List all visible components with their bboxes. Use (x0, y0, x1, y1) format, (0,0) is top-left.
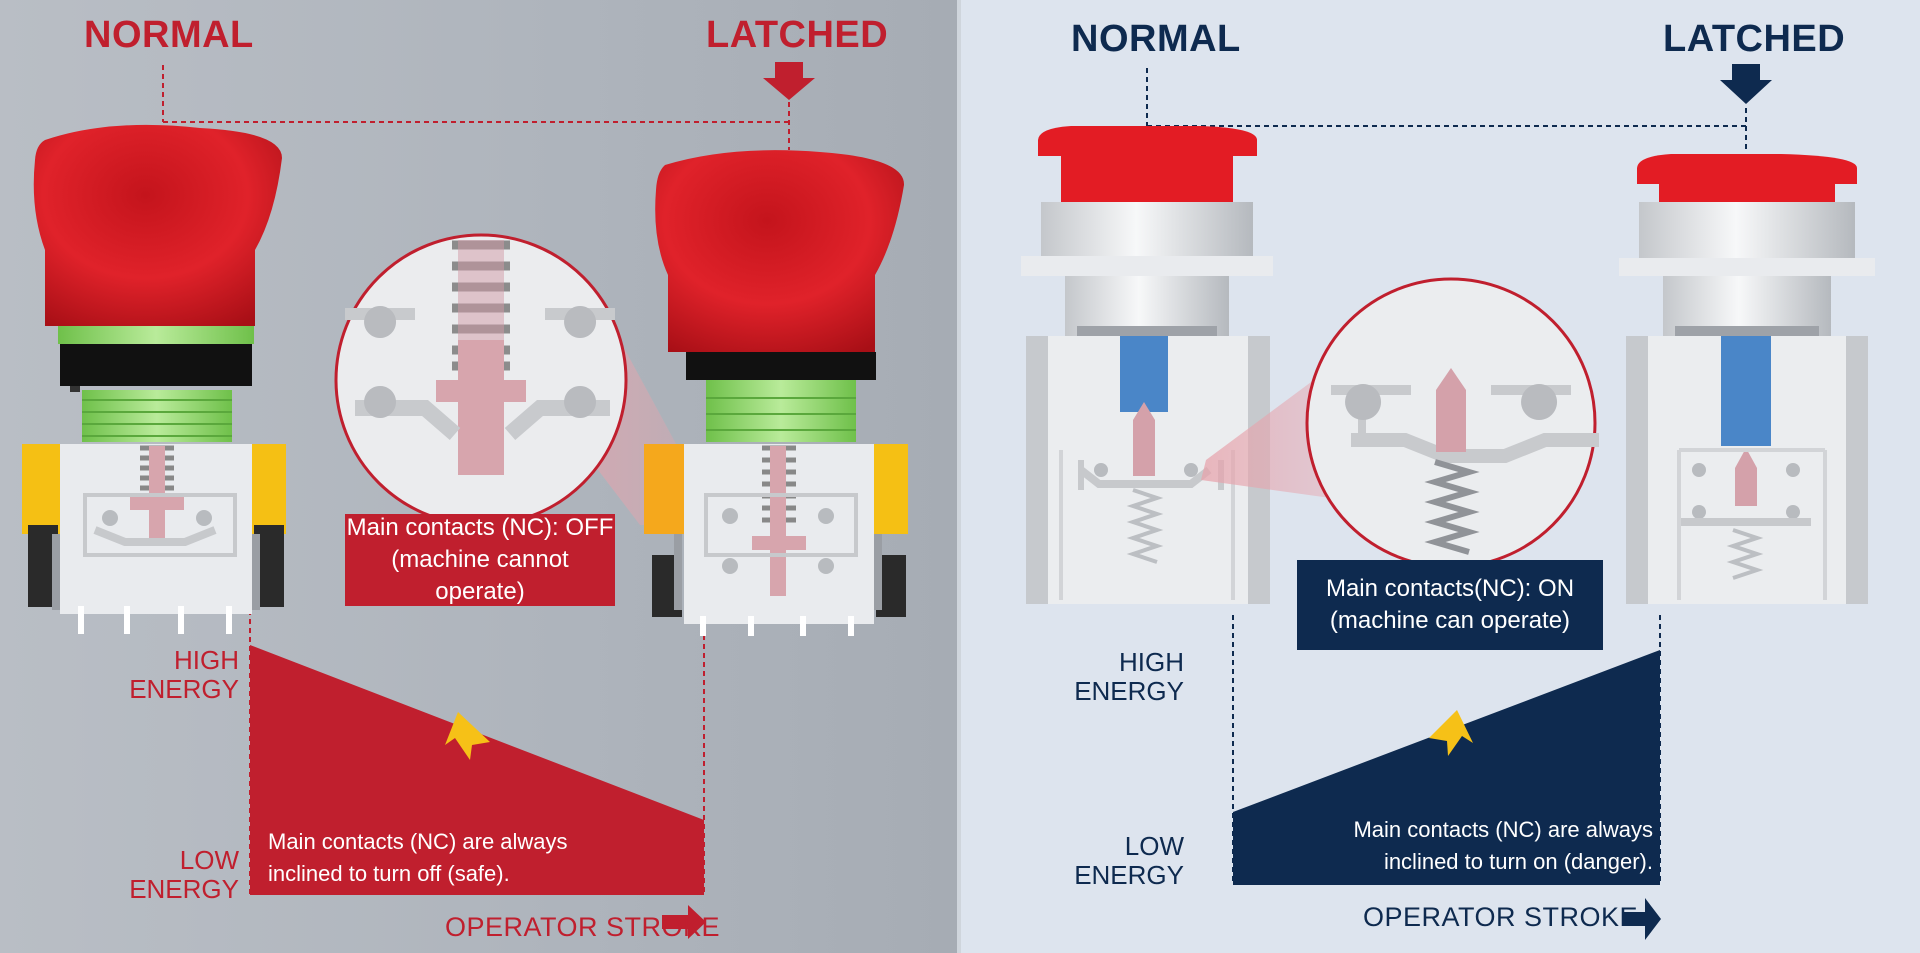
contacts-callout: Main contacts(NC): ON (machine can opera… (1297, 560, 1603, 650)
latched-flush-switch (1619, 154, 1875, 604)
panel-divider (957, 0, 961, 953)
operator-stroke-label: OPERATOR STROKE (1363, 902, 1639, 932)
note-line2: inclined to turn on (danger). (1383, 849, 1653, 874)
down-arrow-icon (1720, 64, 1772, 104)
magnifier-circle-icon (334, 233, 628, 527)
contacts-callout: Main contacts (NC): OFF (machine cannot … (345, 514, 615, 606)
callout-line1: Main contacts(NC): ON (1325, 575, 1575, 602)
note-line2: inclined to turn off (safe). (268, 861, 510, 886)
operator-stroke-label: OPERATOR STROKE (445, 912, 721, 942)
normal-title: NORMAL (1071, 18, 1241, 60)
energy-triangle (250, 645, 704, 895)
high-energy-label: HIGH ENERGY (1074, 648, 1184, 706)
high-energy-line1: HIGH (174, 645, 239, 675)
latched-mushroom-switch (644, 150, 908, 636)
normal-mushroom-switch (22, 124, 286, 634)
callout-line2: (machine cannot operate) (391, 546, 569, 605)
high-energy-line1: HIGH (1119, 647, 1184, 677)
low-energy-line2: ENERGY (129, 874, 239, 904)
low-energy-line2: ENERGY (1074, 860, 1184, 890)
energy-arrow-icon (445, 712, 490, 760)
left-diagram-graphics (22, 62, 908, 939)
low-energy-label: LOW ENERGY (129, 846, 239, 904)
contacts-note: Main contacts (NC) are always inclined t… (1353, 814, 1653, 878)
energy-arrow-icon (1429, 710, 1473, 756)
high-energy-line2: ENERGY (129, 674, 239, 704)
callout-line2: (machine can operate) (1329, 607, 1571, 634)
right-arrow-icon (662, 905, 706, 939)
energy-triangle (1233, 650, 1660, 885)
normal-flush-switch (1021, 126, 1273, 604)
high-energy-label: HIGH ENERGY (129, 646, 239, 704)
note-line1: Main contacts (NC) are always (268, 829, 568, 854)
right-diagram-graphics (1021, 64, 1875, 940)
contacts-note: Main contacts (NC) are always inclined t… (268, 826, 568, 890)
callout-line1: Main contacts (NC): OFF (346, 514, 614, 541)
left-panel-mushroom-type: NORMAL LATCHED HIGH ENERGY LOW ENERGY Ma… (0, 0, 957, 953)
right-panel-flush-type: NORMAL LATCHED HIGH ENERGY LOW ENERGY Ma… (961, 0, 1920, 953)
low-energy-label: LOW ENERGY (1074, 832, 1184, 890)
magnifier-circle-icon (1305, 277, 1599, 569)
low-energy-line1: LOW (1124, 831, 1184, 861)
high-energy-line2: ENERGY (1074, 676, 1184, 706)
latched-title: LATCHED (1663, 18, 1846, 60)
down-arrow-icon (763, 62, 815, 100)
latched-title: LATCHED (706, 14, 889, 56)
low-energy-line1: LOW (179, 845, 239, 875)
right-arrow-icon (1623, 898, 1661, 940)
normal-title: NORMAL (84, 14, 254, 56)
note-line1: Main contacts (NC) are always (1353, 817, 1653, 842)
